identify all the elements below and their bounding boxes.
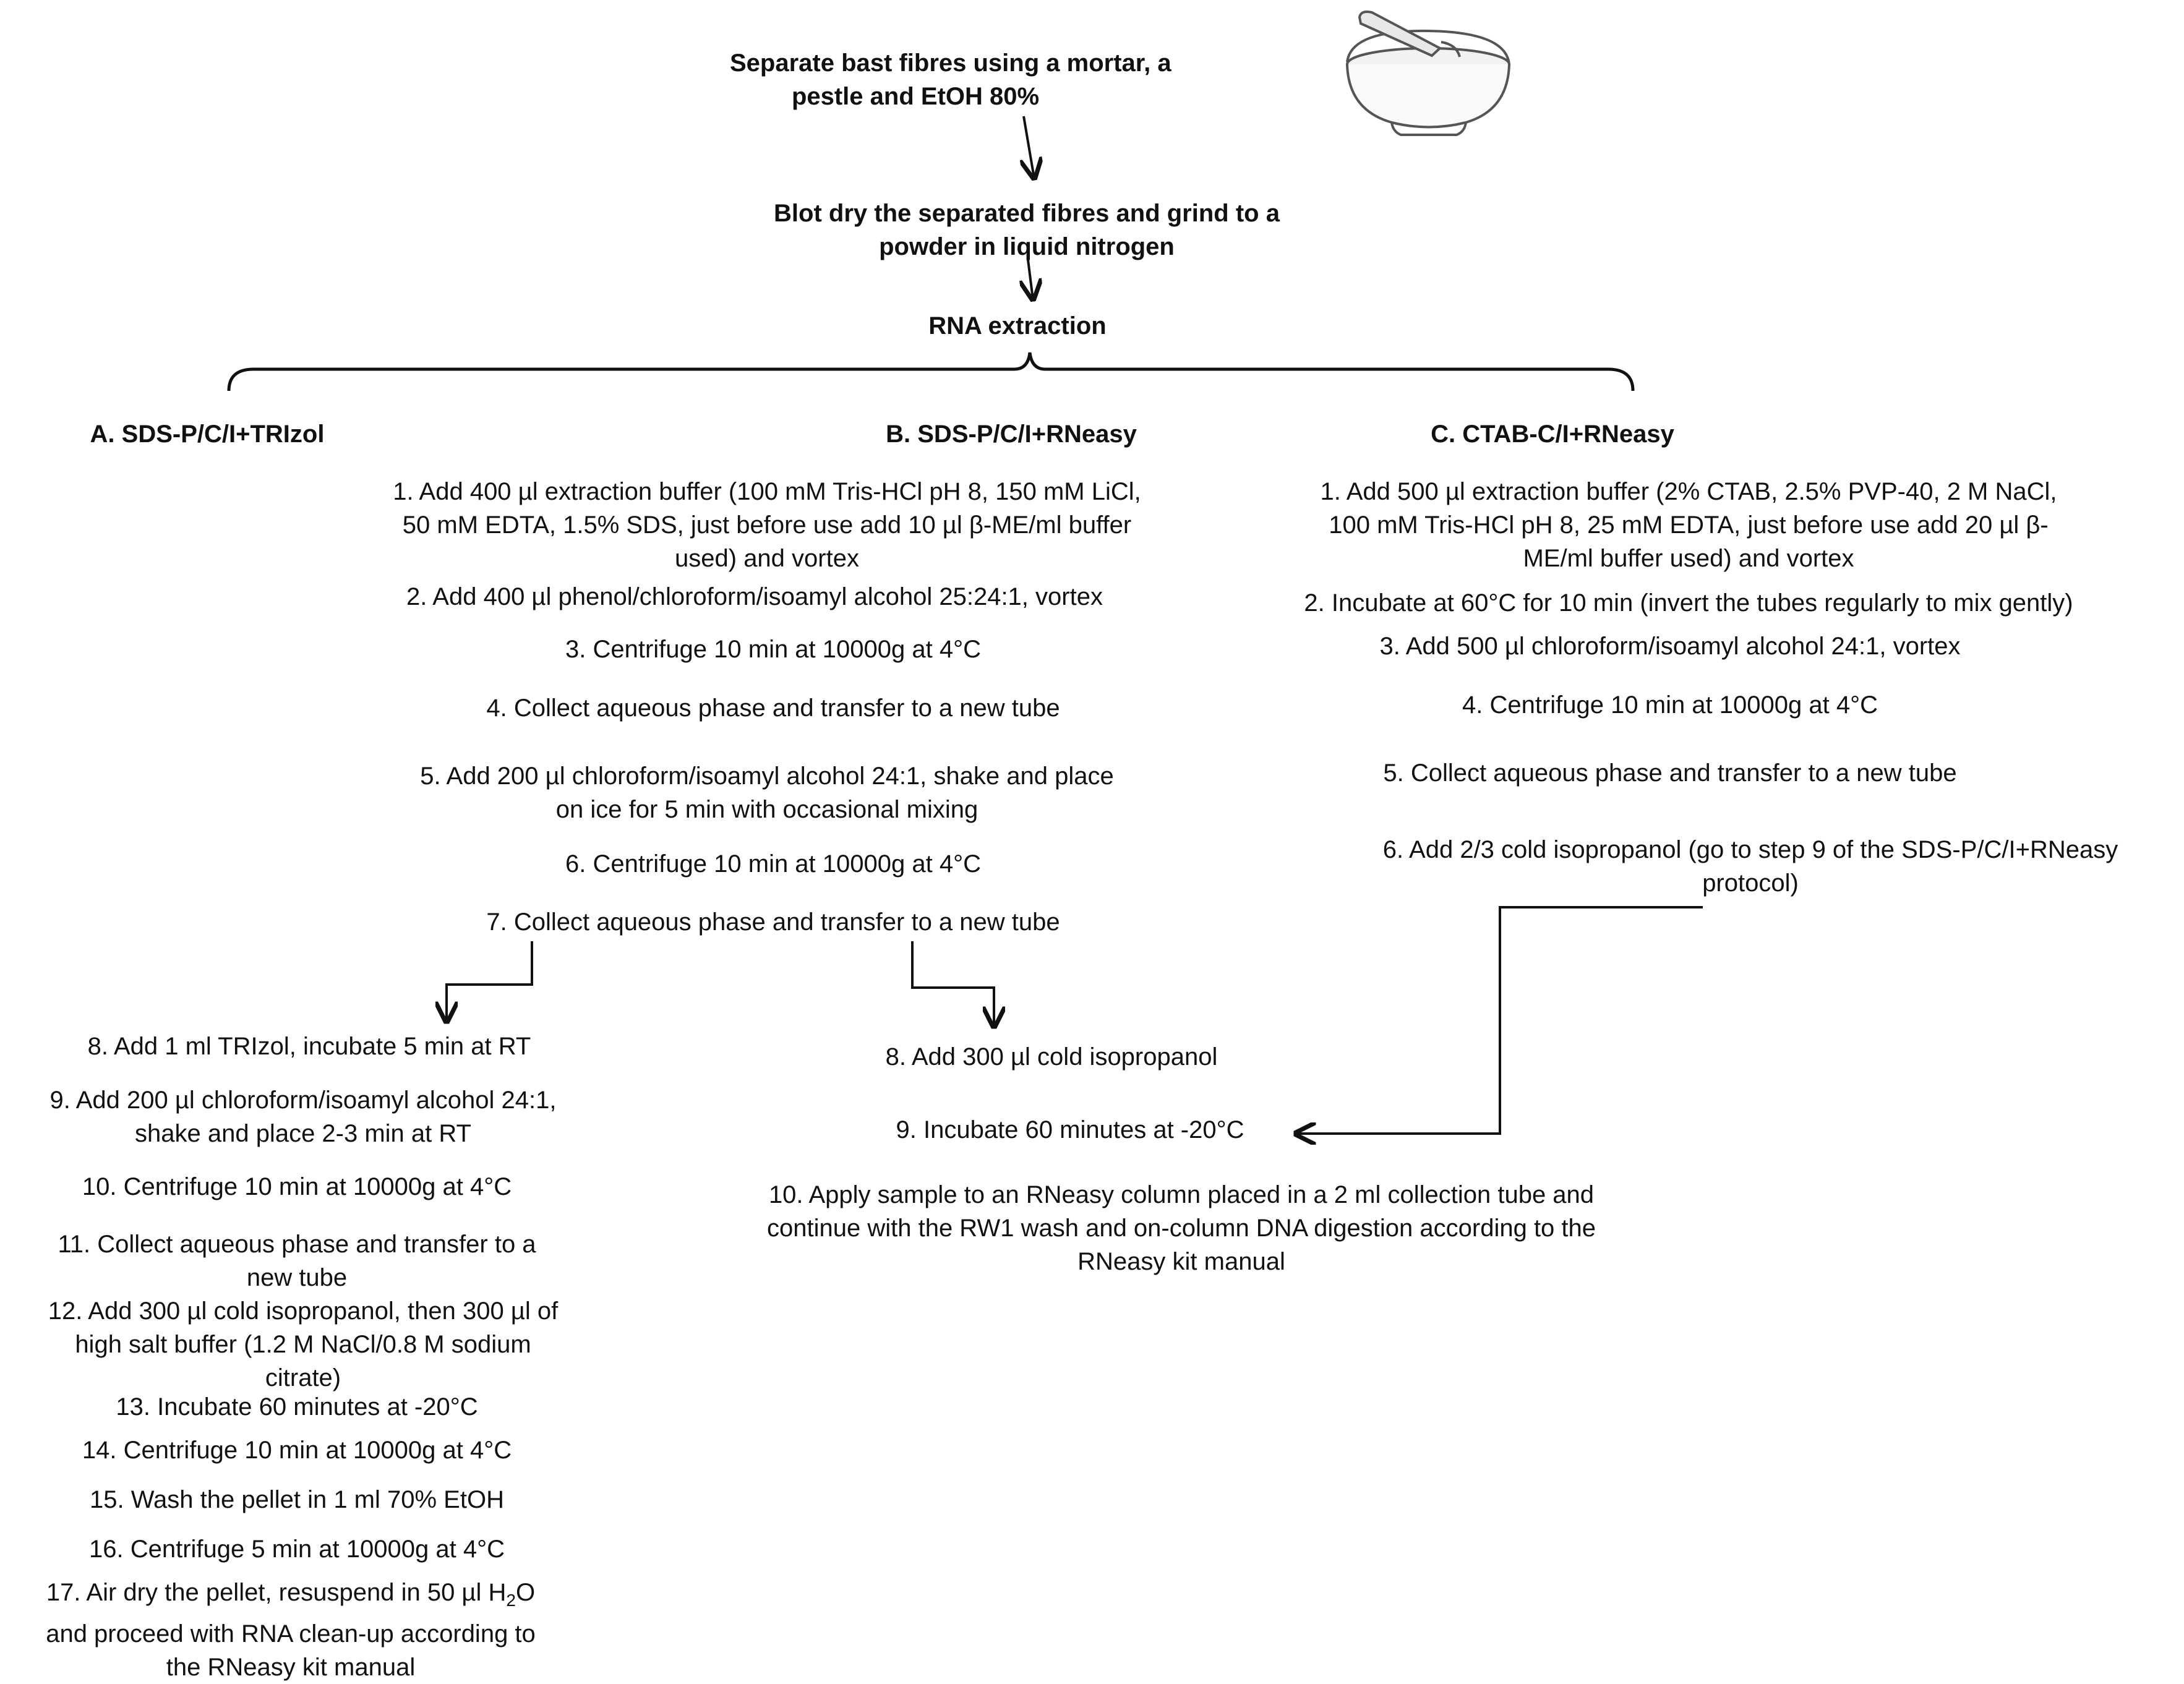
arrow-step1-to-step2 [1024, 116, 1034, 178]
a-step-9: 9. Add 200 µl chloroform/isoamyl alcohol… [49, 1087, 557, 1147]
a-step-11: 11. Collect aqueous phase and transfer t… [58, 1231, 536, 1291]
b-step-2: 2. Add 400 µl phenol/chloroform/isoamyl … [406, 583, 1103, 610]
c-step-6: 6. Add 2/3 cold isopropanol (go to step … [1382, 836, 2118, 897]
b-step-6: 6. Centrifuge 10 min at 10000g at 4°C [565, 850, 981, 878]
c-step-4: 4. Centrifuge 10 min at 10000g at 4°C [1462, 691, 1878, 719]
b-step-5: 5. Add 200 µl chloroform/isoamyl alcohol… [420, 763, 1114, 823]
b-step-9: 9. Incubate 60 minutes at -20°C [896, 1116, 1244, 1143]
top-step-rna-extraction: RNA extraction [928, 312, 1107, 340]
arrow-c6-to-b9 [1296, 906, 1703, 1134]
c-step-3: 3. Add 500 µl chloroform/isoamyl alcohol… [1379, 633, 1961, 660]
c-step-2: 2. Incubate at 60°C for 10 min (invert t… [1304, 589, 2073, 617]
a-step-12: 12. Add 300 µl cold isopropanol, then 30… [48, 1297, 559, 1391]
a-step-14: 14. Centrifuge 10 min at 10000g at 4°C [82, 1437, 512, 1464]
b-step-1: 1. Add 400 µl extraction buffer (100 mM … [393, 478, 1141, 572]
branch-brace [227, 352, 1635, 391]
b-step-3: 3. Centrifuge 10 min at 10000g at 4°C [565, 636, 981, 663]
a-step-16: 16. Centrifuge 5 min at 10000g at 4°C [89, 1536, 505, 1563]
b-step-4: 4. Collect aqueous phase and transfer to… [486, 695, 1060, 722]
c-step-5: 5. Collect aqueous phase and transfer to… [1383, 759, 1957, 787]
b-step-7: 7. Collect aqueous phase and transfer to… [486, 908, 1060, 936]
mortar-and-pestle-icon [1346, 11, 1510, 136]
arrow-b7-to-a8 [447, 941, 533, 1022]
protocol-c-title: C. CTAB-C/I+RNeasy [1431, 421, 1674, 448]
a-step-8: 8. Add 1 ml TRIzol, incubate 5 min at RT [87, 1033, 531, 1060]
b-step-10: 10. Apply sample to an RNeasy column pla… [767, 1181, 1596, 1275]
a-step-10: 10. Centrifuge 10 min at 10000g at 4°C [82, 1173, 512, 1200]
arrow-step2-to-step3 [1028, 259, 1033, 299]
protocol-a-title: A. SDS-P/C/I+TRIzol [90, 421, 325, 448]
a-step-13: 13. Incubate 60 minutes at -20°C [116, 1393, 478, 1421]
a-step-17: 17. Air dry the pellet, resuspend in 50 … [46, 1579, 536, 1681]
arrow-b7-to-b8 [911, 941, 994, 1027]
a-step-15: 15. Wash the pellet in 1 ml 70% EtOH [90, 1486, 504, 1513]
b-step-8: 8. Add 300 µl cold isopropanol [885, 1043, 1218, 1071]
c-step-1: 1. Add 500 µl extraction buffer (2% CTAB… [1320, 478, 2057, 572]
top-step-blot-dry: Blot dry the separated fibres and grind … [774, 200, 1280, 260]
protocol-b-title: B. SDS-P/C/I+RNeasy [886, 421, 1137, 448]
